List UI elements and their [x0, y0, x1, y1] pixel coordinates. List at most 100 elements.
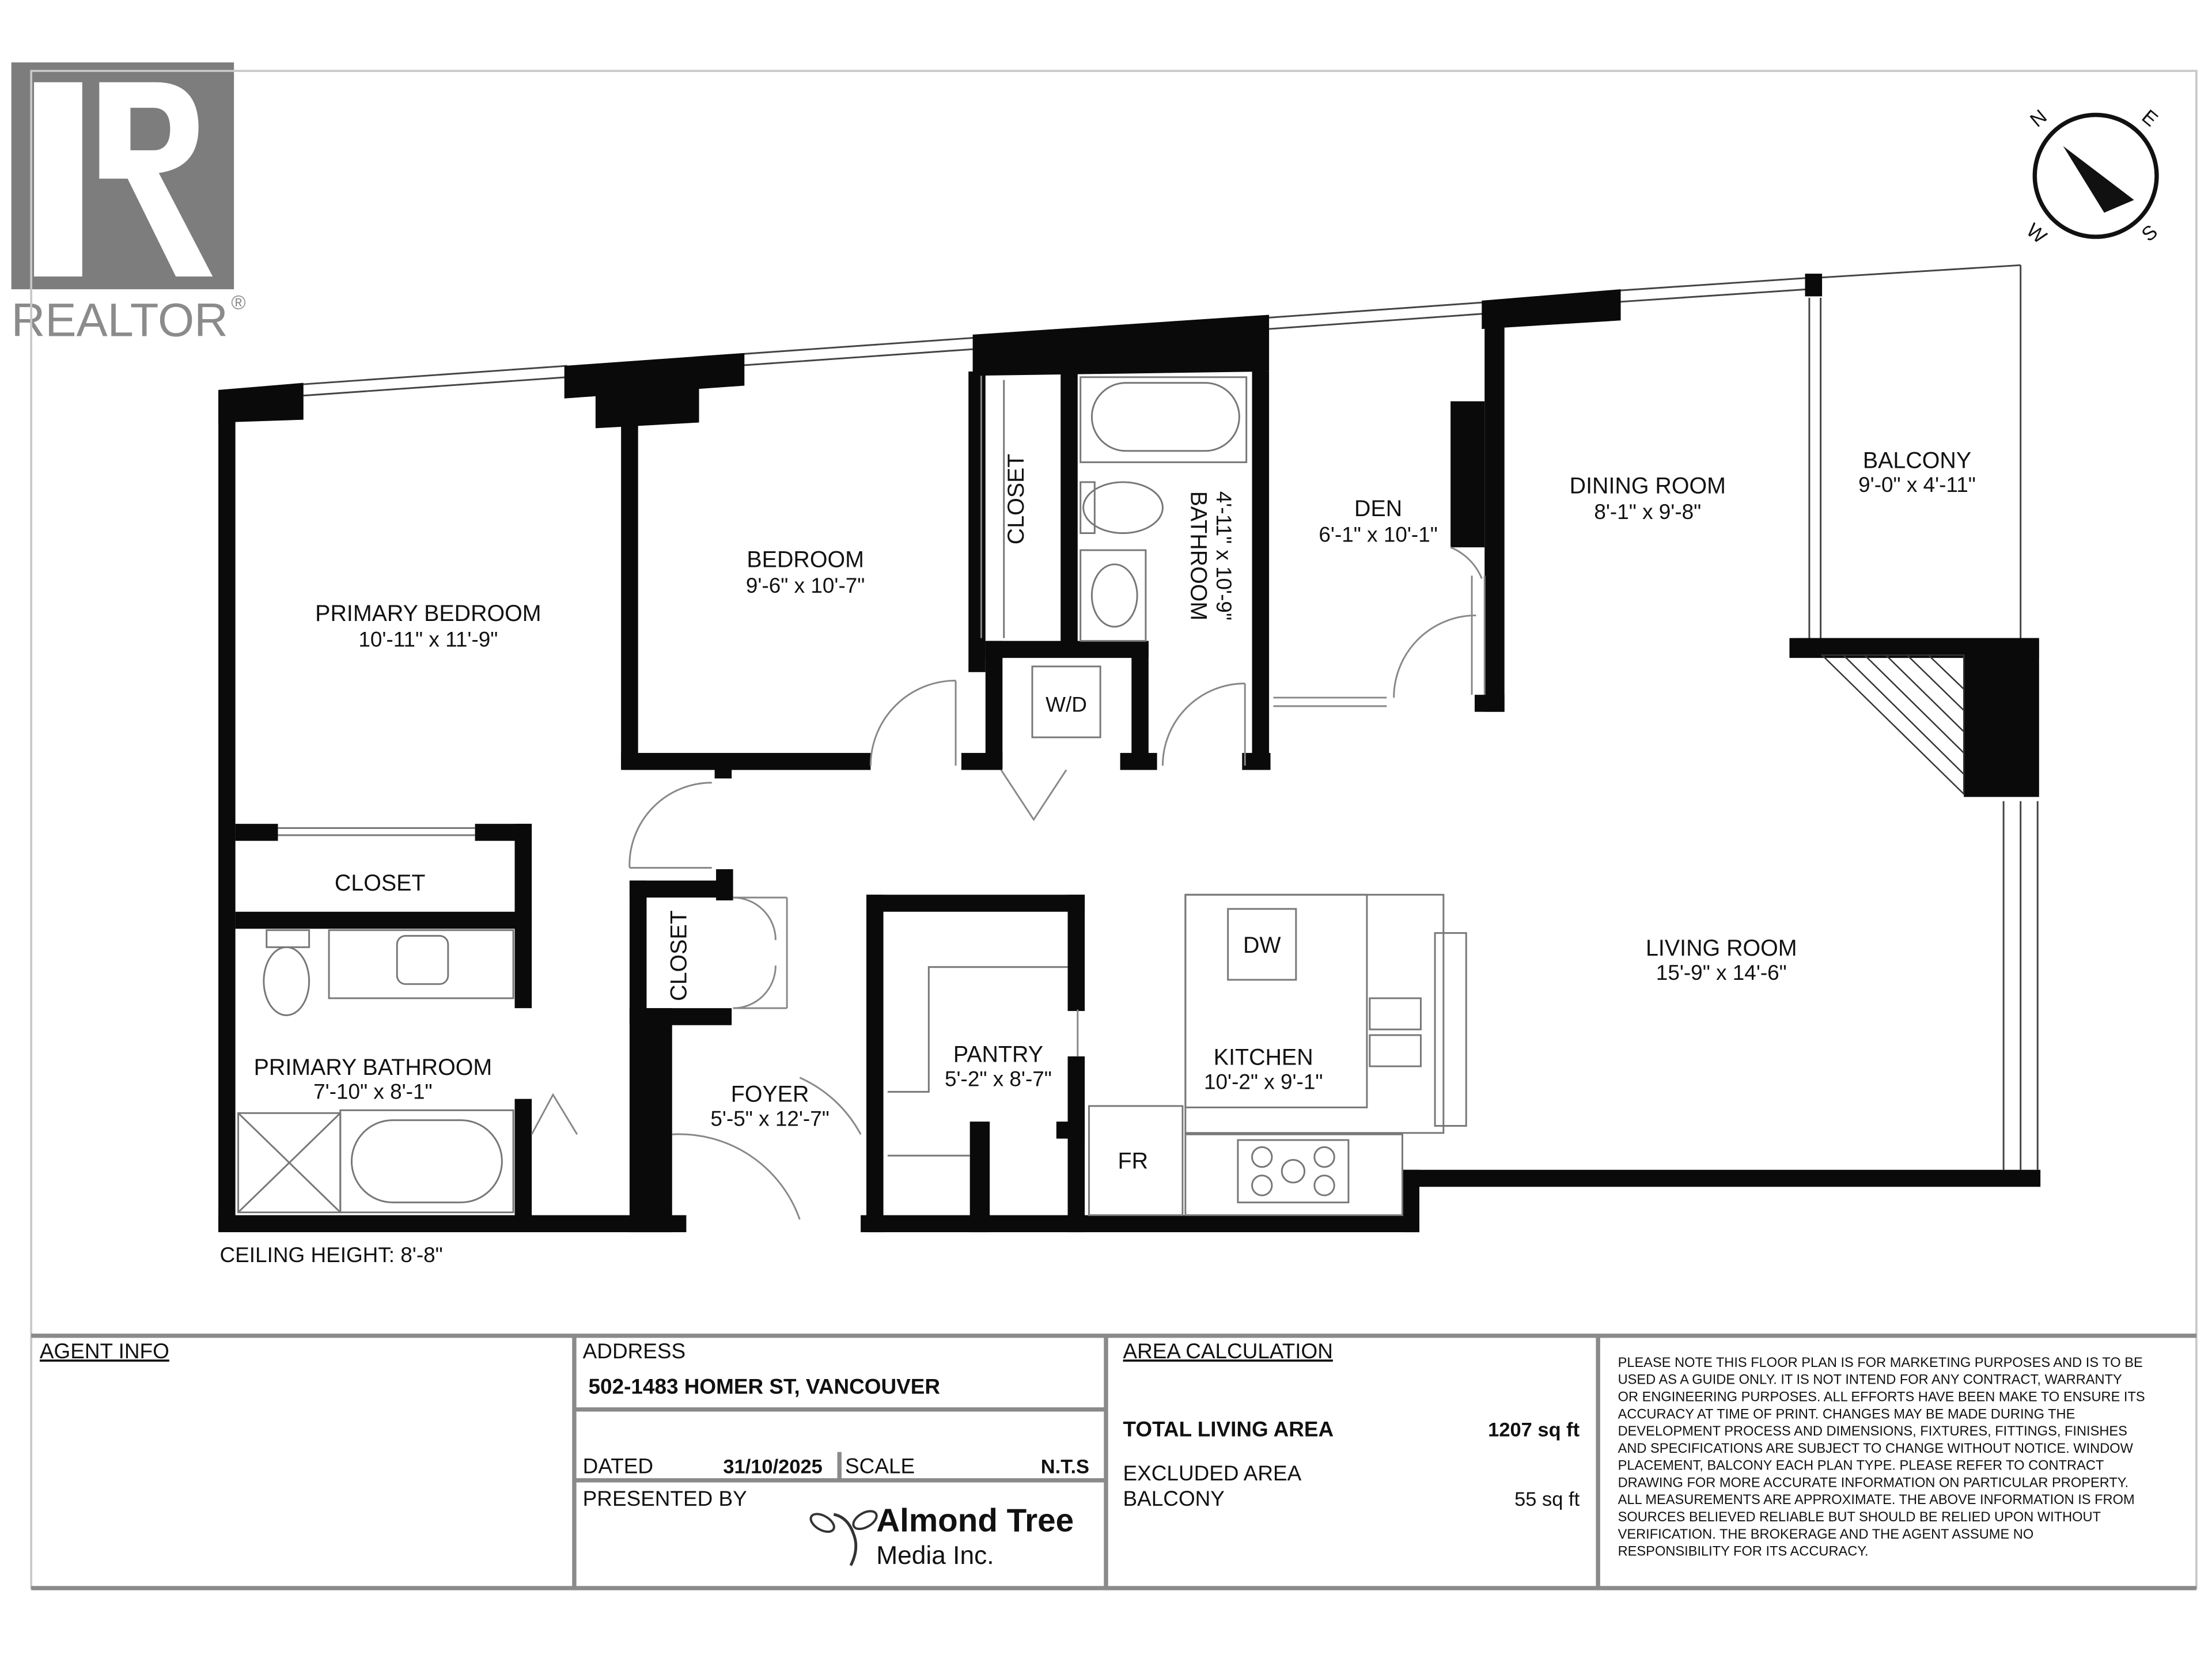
appliance-fr: FR	[1118, 1148, 1149, 1173]
fixtures	[237, 376, 1467, 1217]
door-swings	[531, 376, 1486, 1220]
scale-value: N.T.S	[1041, 1456, 1089, 1478]
door-swing	[1393, 614, 1476, 698]
room-dim-living-room: 15'-9" x 14'-6"	[1656, 961, 1787, 984]
counter-back	[1184, 1133, 1403, 1217]
wall	[1805, 274, 1823, 297]
room-name-den: DEN	[1354, 496, 1402, 521]
bathtub-icon	[1080, 376, 1248, 463]
room-dim-pantry: 5'-2" x 8'-7"	[945, 1067, 1052, 1091]
wall	[621, 753, 871, 770]
wall	[564, 353, 745, 399]
wall	[629, 880, 647, 1022]
almond-leaf-icon	[833, 1513, 858, 1566]
bathtub-basin	[1090, 382, 1240, 452]
wall	[1402, 1169, 1419, 1233]
kitchen-counter	[1184, 893, 1445, 1134]
room-dim-primary-bedroom: 10'-11" x 11'-9"	[358, 627, 498, 651]
door-swing	[799, 1077, 862, 1135]
wall	[985, 641, 1003, 769]
door-swing	[869, 680, 956, 766]
scale-label: SCALE	[845, 1455, 915, 1478]
wall	[985, 641, 1149, 658]
realtor-logo-r-bowl	[99, 82, 213, 276]
wall	[1450, 401, 1485, 548]
cooktop-icon	[1237, 1139, 1350, 1203]
wall	[1120, 753, 1157, 770]
room-name-pantry: PANTRY	[953, 1042, 1043, 1067]
wall	[1964, 638, 2039, 797]
address-label: ADDRESS	[583, 1339, 685, 1363]
wall	[716, 869, 733, 901]
room-name-balcony: BALCONY	[1863, 448, 1971, 473]
presenter-logo: Almond Tree Media Inc.	[809, 1502, 1074, 1570]
door-swing	[733, 896, 777, 1009]
disclaimer: PLEASE NOTE THIS FLOOR PLAN IS FOR MARKE…	[1618, 1355, 2145, 1559]
total-living-area-value: 1207 sq ft	[1488, 1419, 1580, 1441]
address-value: 502-1483 HOMER ST, VANCOUVER	[589, 1375, 941, 1399]
toilet-icon	[263, 946, 310, 1016]
disclaimer-line: PLACEMENT, BALCONY EACH PLAN TYPE. PLEAS…	[1618, 1459, 2104, 1474]
wall	[235, 824, 278, 841]
sink-icon	[396, 935, 449, 985]
balcony-area-value: 55 sq ft	[1514, 1488, 1580, 1510]
agent-info-label: AGENT INFO	[40, 1339, 169, 1363]
column-hatch	[1820, 654, 1965, 796]
sink-icon	[1090, 563, 1138, 628]
peninsula-counter	[1434, 932, 1467, 1127]
compass-n: N	[2026, 105, 2051, 131]
room-dim-primary-bathroom: 7'-10" x 8'-1"	[313, 1080, 432, 1104]
compass: N E S W	[2022, 105, 2162, 248]
balcony-area-label: BALCONY	[1123, 1487, 1225, 1510]
disclaimer-line: USED AS A GUIDE ONLY. IT IS NOT INTEND F…	[1618, 1373, 2122, 1388]
wall	[1484, 323, 1505, 712]
excluded-area-label: EXCLUDED AREA	[1123, 1461, 1302, 1485]
realtor-wordmark: REALTOR	[12, 294, 228, 346]
room-name-bathroom: BATHROOM	[1186, 491, 1211, 621]
vanity-icon	[1080, 549, 1147, 642]
wall	[514, 1099, 532, 1227]
wall	[1252, 371, 1270, 769]
wall	[629, 1008, 672, 1233]
dishwasher-icon	[1227, 908, 1297, 981]
room-name-kitchen: KITCHEN	[1214, 1045, 1313, 1070]
wall	[1067, 895, 1085, 1012]
presenter-name: Almond Tree	[876, 1502, 1074, 1538]
room-name-primary-bathroom: PRIMARY BATHROOM	[254, 1055, 493, 1080]
room-labels: PRIMARY BEDROOM 10'-11" x 11'-9" BEDROOM…	[220, 448, 1976, 1266]
ceiling-height: CEILING HEIGHT: 8'-8"	[220, 1243, 443, 1267]
disclaimer-line: OR ENGINEERING PURPOSES. ALL EFFORTS HAV…	[1618, 1389, 2145, 1404]
room-dim-kitchen: 10'-2" x 9'-1"	[1204, 1070, 1323, 1093]
compass-w: W	[2022, 219, 2051, 248]
wall	[235, 911, 532, 929]
room-dim-foyer: 5'-5" x 12'-7"	[710, 1107, 829, 1130]
disclaimer-line: ALL MEASUREMENTS ARE APPROXIMATE. THE AB…	[1618, 1493, 2135, 1508]
wall	[1060, 371, 1078, 656]
windows	[303, 264, 2039, 1170]
realtor-logo-r-stem	[34, 82, 82, 276]
wall	[1242, 753, 1271, 770]
washer-dryer-icon	[1031, 665, 1101, 738]
realtor-logo[interactable]: REALTOR ®	[12, 62, 246, 346]
compass-ring	[2032, 112, 2159, 239]
title-block: AGENT INFO ADDRESS 502-1483 HOMER ST, VA…	[31, 1334, 2196, 1590]
disclaimer-line: RESPONSIBILITY FOR ITS ACCURACY.	[1618, 1544, 1869, 1559]
wall	[1402, 1169, 2041, 1187]
wall	[969, 1122, 990, 1233]
walls	[218, 274, 2041, 1233]
door-swing	[1450, 546, 1483, 579]
room-name-closet-primary: CLOSET	[335, 870, 426, 896]
presenter-name-2: Media Inc.	[876, 1541, 994, 1570]
wall	[866, 895, 884, 1233]
wall	[1056, 1122, 1085, 1139]
disclaimer-line: SOURCES BELIEVED RELIABLE BUT SHOULD BE …	[1618, 1510, 2101, 1525]
appliance-dw: DW	[1243, 933, 1281, 958]
compass-needle-icon	[2063, 146, 2134, 213]
area-calculation-label: AREA CALCULATION	[1123, 1339, 1333, 1363]
dated-value: 31/10/2025	[723, 1456, 822, 1478]
toilet-icon	[1082, 481, 1164, 535]
room-name-foyer: FOYER	[731, 1082, 809, 1107]
wall	[961, 753, 1003, 770]
registered-mark: ®	[231, 292, 245, 314]
